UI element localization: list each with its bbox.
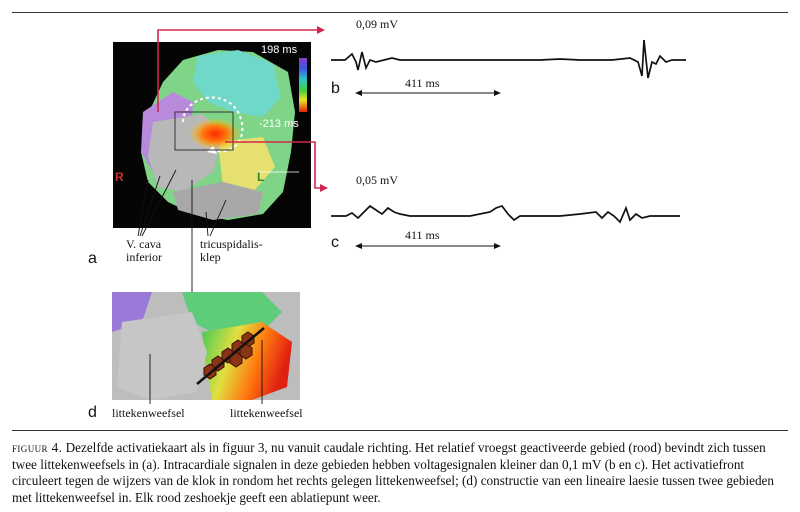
activation-map-a-drawing (141, 50, 307, 220)
label-tricuspid: tricuspidalis- klep (200, 238, 263, 264)
side-left-label: L (257, 170, 265, 184)
label-vena-cava: V. cava inferior (126, 238, 162, 264)
panel-label-d: d (88, 404, 97, 421)
caption-lead: figuur 4. (12, 440, 63, 455)
scale-max-label: 198 ms (261, 44, 298, 56)
label-tricuspid-line1: tricuspidalis- (200, 237, 263, 251)
interval-c-right-head (494, 243, 501, 249)
signal-b-interval: 411 ms (405, 76, 440, 90)
label-vena-cava-line2: inferior (126, 250, 162, 264)
interval-c-left-head (355, 243, 362, 249)
red-arrowhead-b (317, 26, 325, 34)
signal-b-amplitude: 0,09 mV (356, 17, 398, 31)
signal-b-trace (331, 39, 686, 79)
caption-rule (12, 430, 788, 431)
signal-c-interval: 411 ms (405, 228, 440, 242)
interval-b-right-head (494, 90, 501, 96)
linear-lesion-line (196, 327, 265, 385)
signal-c-trace (331, 204, 680, 224)
scale-min-label: -213 ms (259, 118, 299, 130)
inset-box (174, 111, 234, 151)
label-tricuspid-line2: klep (200, 250, 221, 264)
caption-text: Dezelfde activatiekaart als in figuur 3,… (12, 440, 774, 505)
zoom-activation (202, 322, 292, 400)
panel-label-c: c (331, 234, 339, 251)
color-scale-bar (299, 58, 307, 112)
zoom-scar (117, 312, 207, 400)
signal-c-amplitude: 0,05 mV (356, 173, 398, 187)
interval-b-left-head (355, 90, 362, 96)
figure-caption: figuur 4. Dezelfde activatiekaart als in… (12, 440, 788, 506)
zoom-map-d (112, 292, 300, 400)
top-rule (12, 12, 788, 13)
activation-map-a: 198 ms -213 ms R L (113, 42, 311, 228)
label-scar-left: littekenweefsel (112, 406, 185, 420)
label-vena-cava-line1: V. cava (126, 237, 162, 251)
label-scar-right: littekenweefsel (230, 406, 303, 420)
panel-label-b: b (331, 80, 340, 97)
panel-label-a: a (88, 250, 97, 267)
side-right-label: R (115, 170, 124, 184)
red-arrowhead-c (320, 184, 328, 192)
zoom-map-d-drawing (112, 292, 300, 400)
